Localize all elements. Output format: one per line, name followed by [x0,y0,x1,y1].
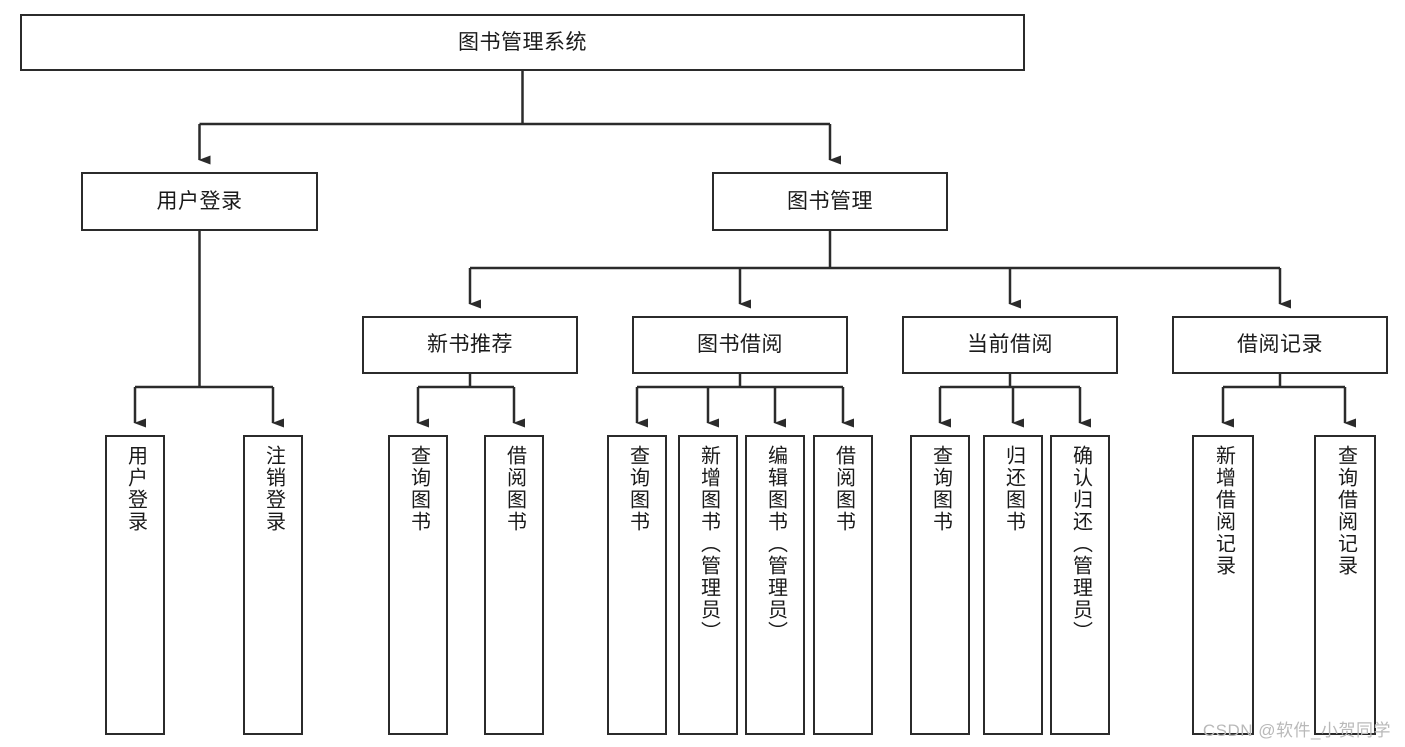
node-label: 查询图书 [626,445,649,533]
node-leaf-rec-borrow-book[interactable]: 借阅图书 [484,435,544,735]
node-label: 借阅图书 [832,445,855,533]
node-label: 查询借阅记录 [1334,445,1357,577]
node-label: 新增借阅记录 [1212,445,1235,577]
node-label: 注销登录 [262,445,285,533]
node-leaf-borrow-query-book[interactable]: 查询图书 [607,435,667,735]
node-leaf-borrow-lend-book[interactable]: 借阅图书 [813,435,873,735]
node-leaf-current-return-book[interactable]: 归还图书 [983,435,1043,735]
node-book-manage[interactable]: 图书管理 [712,172,948,231]
node-leaf-rec-query-book[interactable]: 查询图书 [388,435,448,735]
node-label: 当前借阅 [967,333,1053,357]
node-label: 用户登录 [124,445,147,533]
node-label: 借阅记录 [1237,333,1323,357]
node-root[interactable]: 图书管理系统 [20,14,1025,71]
node-label: 用户登录 [156,189,243,213]
node-leaf-user-logout[interactable]: 注销登录 [243,435,303,735]
node-label: 编辑图书（管理员） [764,445,787,643]
node-leaf-borrow-add-book[interactable]: 新增图书（管理员） [678,435,738,735]
node-label: 借阅图书 [503,445,526,533]
node-label: 归还图书 [1002,445,1025,533]
node-leaf-current-query-book[interactable]: 查询图书 [910,435,970,735]
node-label: 新书推荐 [427,333,513,357]
node-user-login[interactable]: 用户登录 [81,172,318,231]
node-label: 查询图书 [407,445,430,533]
node-leaf-borrow-edit-book[interactable]: 编辑图书（管理员） [745,435,805,735]
node-new-book-rec[interactable]: 新书推荐 [362,316,578,374]
node-leaf-record-add[interactable]: 新增借阅记录 [1192,435,1254,735]
node-label: 新增图书（管理员） [697,445,720,643]
node-borrow-record[interactable]: 借阅记录 [1172,316,1388,374]
node-current-borrow[interactable]: 当前借阅 [902,316,1118,374]
node-label: 查询图书 [929,445,952,533]
node-leaf-record-query[interactable]: 查询借阅记录 [1314,435,1376,735]
node-leaf-current-confirm-return[interactable]: 确认归还（管理员） [1050,435,1110,735]
node-leaf-user-login[interactable]: 用户登录 [105,435,165,735]
node-label: 确认归还（管理员） [1069,445,1092,643]
node-label: 图书借阅 [697,333,783,357]
node-label: 图书管理 [787,189,873,213]
node-book-borrow[interactable]: 图书借阅 [632,316,848,374]
watermark-label: CSDN @软件_小贺同学 [1202,721,1391,740]
node-label: 图书管理系统 [458,30,587,54]
